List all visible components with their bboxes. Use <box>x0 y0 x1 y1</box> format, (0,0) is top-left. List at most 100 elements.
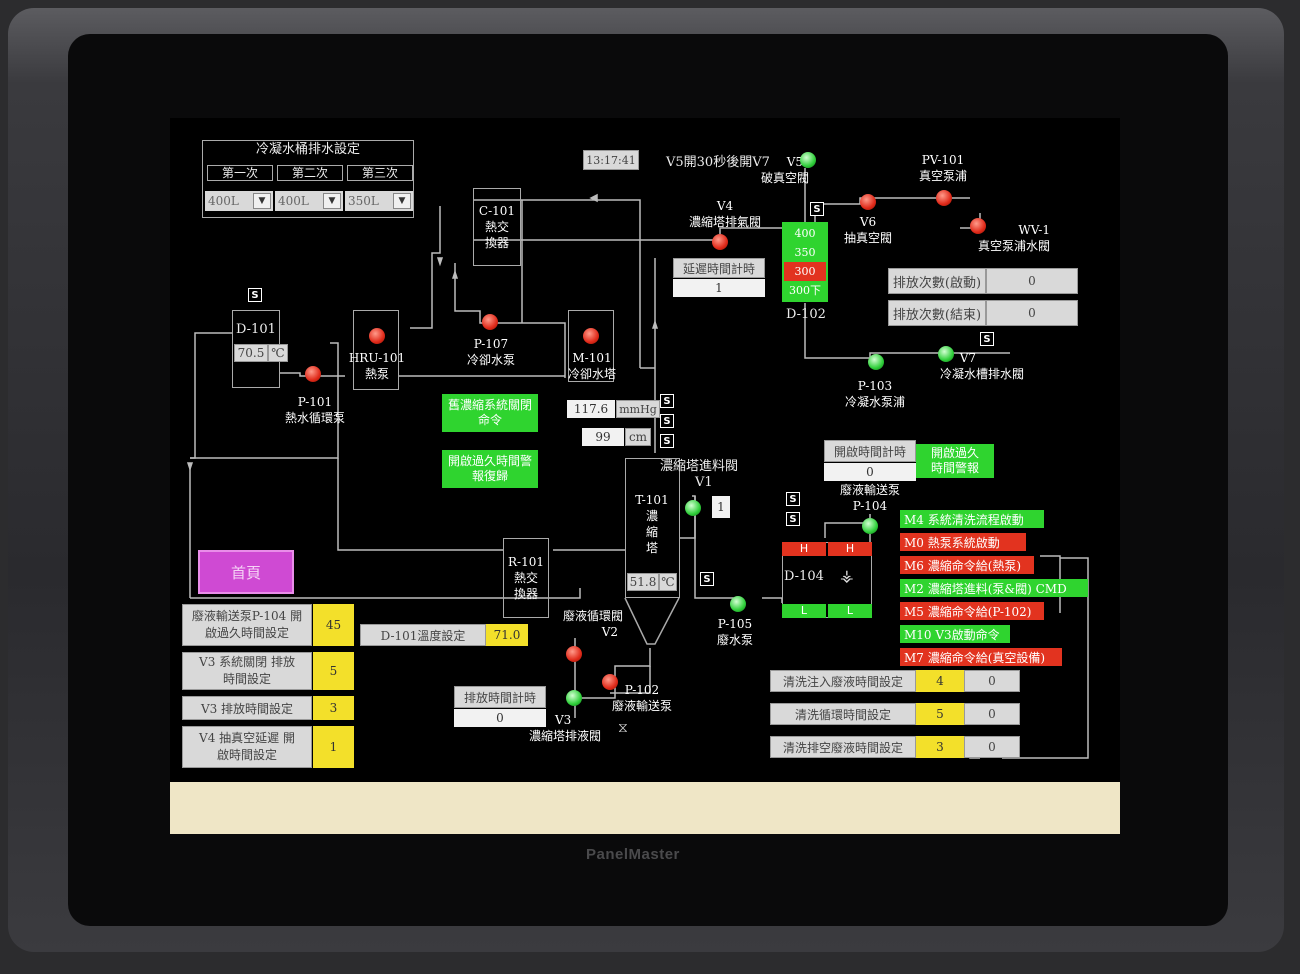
t101-temperature: 51.8 <box>627 573 659 591</box>
drain-setting-header-3: 第三次 <box>347 165 413 181</box>
v1-valve-icon[interactable] <box>685 500 701 516</box>
discharge-timer-value: 0 <box>454 709 546 727</box>
sensor-s-icon: S <box>660 434 674 448</box>
sensor-s-icon: S <box>786 512 800 526</box>
v6-valve-icon[interactable] <box>860 194 876 210</box>
setting-v3-close-value[interactable]: 5 <box>313 652 354 690</box>
open-timer-label: 開啟時間計時 <box>824 440 916 462</box>
status-item-m7: M7 濃縮命令給(真空設備) <box>900 648 1062 666</box>
m101-cooling-tower <box>568 310 614 382</box>
v4-valve-icon[interactable] <box>712 234 728 250</box>
sensor-s-icon: S <box>980 332 994 346</box>
sensor-s-icon: S <box>660 394 674 408</box>
drain-count-start-value: 0 <box>986 268 1078 294</box>
drain-setting-select-3[interactable]: 350L▼ <box>345 191 413 211</box>
wash-inject-value[interactable]: 4 <box>916 670 964 692</box>
drain-setting-title: 冷凝水桶排水設定 <box>255 142 360 157</box>
sensor-s-icon: S <box>660 414 674 428</box>
setting-p104-value[interactable]: 45 <box>313 604 354 646</box>
status-list: M4 系統清洗流程啟動 M0 熱泵系統啟動 M6 濃縮命令給(熱泵) M2 濃縮… <box>900 510 1100 670</box>
v1-value: 1 <box>712 496 730 518</box>
setting-v3-close-label: V3 系統關閉 排放時間設定 <box>182 652 312 690</box>
drain-setting-panel: 冷凝水桶排水設定 第一次 第二次 第三次 400L▼ 400L▼ 350L▼ <box>202 140 414 218</box>
pressure-unit: mmHg <box>616 400 660 418</box>
wash-drain-current: 0 <box>964 736 1020 758</box>
sensor-s-icon: S <box>810 202 824 216</box>
d102-level-4: 300下 <box>784 281 826 300</box>
overtime-reset-button[interactable]: 開啟過久時間警報復歸 <box>442 450 538 488</box>
drain-setting-select-2[interactable]: 400L▼ <box>275 191 343 211</box>
status-item-m4: M4 系統清洗流程啟動 <box>900 510 1044 528</box>
d101-label: D-101 <box>236 322 276 337</box>
d104-tank <box>782 542 872 618</box>
wash-cycle-value[interactable]: 5 <box>916 703 964 725</box>
setting-v4-delay-value[interactable]: 1 <box>313 726 354 768</box>
drain-setting-select-1[interactable]: 400L▼ <box>205 191 273 211</box>
status-item-m5: M5 濃縮命令給(P-102) <box>900 602 1044 620</box>
drain-setting-header-1: 第一次 <box>207 165 273 181</box>
wash-inject-label: 清洗注入廢液時間設定 <box>770 670 916 692</box>
old-conc-close-button[interactable]: 舊濃縮系統關閉命令 <box>442 394 538 432</box>
p104-pump-icon[interactable] <box>862 518 878 534</box>
p107-pump-icon[interactable] <box>482 314 498 330</box>
v3-valve-icon[interactable] <box>566 690 582 706</box>
p101-pump-icon[interactable] <box>305 366 321 382</box>
chevron-down-icon[interactable]: ▼ <box>253 193 271 209</box>
settings-left-panel: 廢液輸送泵P-104 開啟過久時間設定 45 V3 系統關閉 排放時間設定 5 … <box>182 604 354 774</box>
d102-level-2: 350 <box>784 243 826 262</box>
chevron-down-icon[interactable]: ▼ <box>393 193 411 209</box>
drain-count-start-label: 排放次數(啟動) <box>888 268 986 294</box>
wv1-valve-icon[interactable] <box>970 218 986 234</box>
d104-low-indicator-1: L <box>782 604 826 618</box>
discharge-timer-label: 排放時間計時 <box>454 686 546 708</box>
v5-valve-icon[interactable] <box>800 152 816 168</box>
p103-pump-icon[interactable] <box>868 354 884 370</box>
sensor-s-icon: S <box>248 288 262 302</box>
d101-temp-setting-value[interactable]: 71.0 <box>486 624 528 646</box>
v7-valve-icon[interactable] <box>938 346 954 362</box>
clock-display: 13:17:41 <box>583 150 639 170</box>
p102-pump-icon[interactable] <box>602 674 618 690</box>
pressure-value: 117.6 <box>567 400 615 418</box>
sensor-s-icon: S <box>700 572 714 586</box>
t101-cone <box>624 597 680 645</box>
level-value: 99 <box>582 428 624 446</box>
v5-note: V5開30秒後開V7 <box>666 155 770 170</box>
drain-count-end-label: 排放次數(結束) <box>888 300 986 326</box>
hmi-screen: 冷凝水桶排水設定 第一次 第二次 第三次 400L▼ 400L▼ 350L▼ 1… <box>170 118 1120 834</box>
setting-v3-discharge-value[interactable]: 3 <box>313 696 354 720</box>
message-bar <box>170 782 1120 834</box>
valve-icon: ⧖ <box>618 720 628 736</box>
home-button[interactable]: 首頁 <box>198 550 294 594</box>
wash-drain-value[interactable]: 3 <box>916 736 964 758</box>
drain-setting-header-2: 第二次 <box>277 165 343 181</box>
pv101-pump-icon[interactable] <box>936 190 952 206</box>
d104-high-indicator-2: H <box>828 542 872 556</box>
d102-label: D-102 <box>786 307 826 322</box>
t101-tower <box>625 458 680 598</box>
delay-timer-value: 1 <box>673 279 765 297</box>
level-unit: cm <box>625 428 651 446</box>
d102-level-3: 300 <box>784 262 826 281</box>
agitator-icon: ⚶ <box>840 566 854 585</box>
wash-cycle-label: 清洗循環時間設定 <box>770 703 916 725</box>
v2-valve-icon[interactable] <box>566 646 582 662</box>
chevron-down-icon[interactable]: ▼ <box>323 193 341 209</box>
p105-pump-icon[interactable] <box>730 596 746 612</box>
